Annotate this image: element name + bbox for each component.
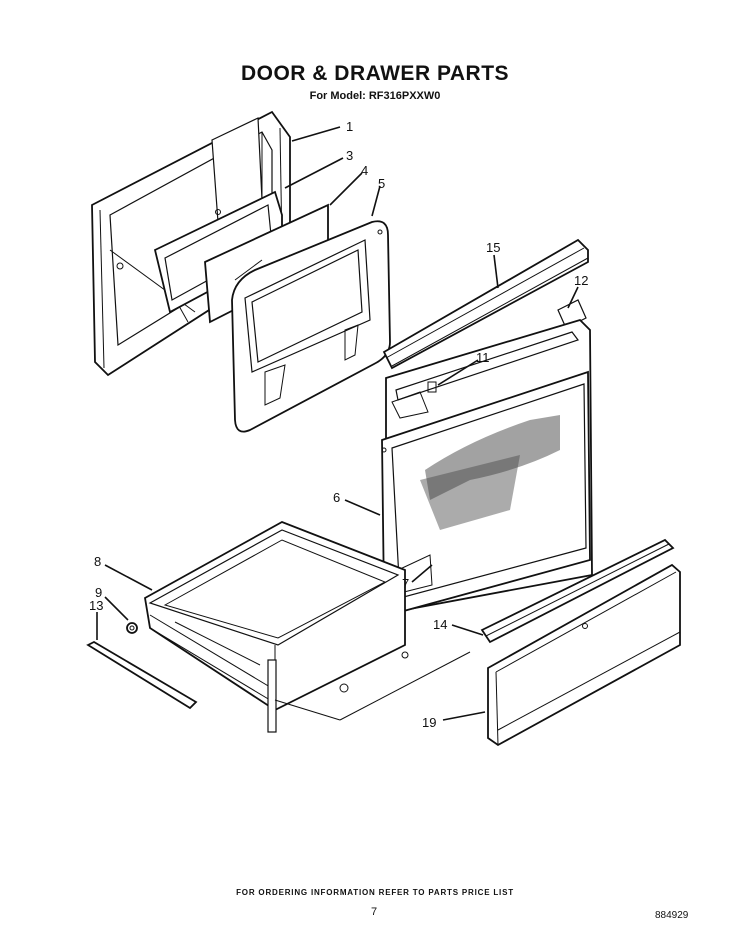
callout-13: 13 [89,598,103,613]
drawer-trim-bar [480,538,675,644]
callout-1: 1 [346,119,353,134]
callout-7: 7 [402,576,409,591]
document-code: 884929 [655,910,689,921]
top-trim-strip [382,238,589,370]
callout-leaders [96,126,579,721]
inner-door-panel [231,220,391,433]
callout-4: 4 [361,163,368,178]
drawer-glide-rod [86,640,198,710]
model-line: For Model: RF316PXXW0 [309,90,441,102]
callout-12: 12 [574,273,588,288]
callout-5: 5 [378,176,385,191]
page-title: DOOR & DRAWER PARTS [240,62,510,85]
callout-8: 8 [94,554,101,569]
callout-14: 14 [433,617,447,632]
callout-3: 3 [346,148,353,163]
page-number: 7 [371,906,378,918]
drawer-front-panel [487,563,681,747]
callout-11: 11 [476,350,490,365]
ordering-note: FOR ORDERING INFORMATION REFER TO PARTS … [236,888,514,897]
callout-9: 9 [95,585,102,600]
callout-15: 15 [486,240,500,255]
callout-6: 6 [333,490,340,505]
callout-19: 19 [422,715,436,730]
drawer-roller [126,622,138,634]
door-liner-panel [381,370,591,613]
drawer-body [144,521,471,733]
